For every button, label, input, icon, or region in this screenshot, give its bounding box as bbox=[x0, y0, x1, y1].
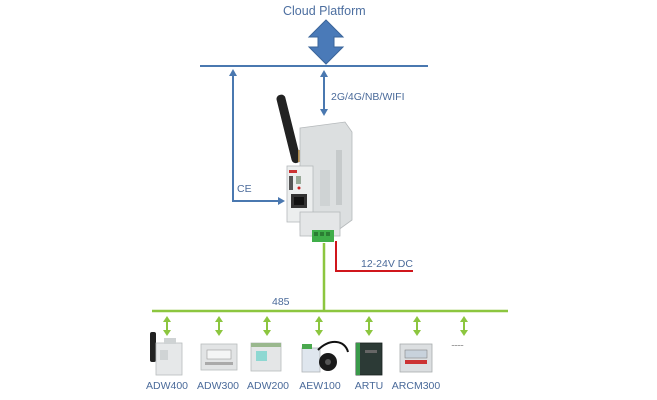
device-adw300-image bbox=[200, 343, 238, 371]
bus-drop-arrow bbox=[215, 316, 223, 336]
device-label-adw200: ADW200 bbox=[246, 380, 289, 392]
bus-drop-arrow bbox=[460, 316, 468, 336]
device-adw200-image bbox=[250, 342, 282, 372]
device-label-adw400: ADW400 bbox=[145, 380, 188, 392]
more-devices-placeholder: ........ bbox=[451, 338, 464, 348]
device-label-aew100: AEW100 bbox=[299, 380, 341, 392]
device-label-artu: ARTU bbox=[354, 380, 384, 392]
device-label-adw300: ADW300 bbox=[196, 380, 239, 392]
cellular-link-arrow bbox=[320, 70, 328, 116]
power-line bbox=[335, 241, 413, 272]
ethernet-link-arrow bbox=[229, 69, 285, 205]
device-arcm300-image bbox=[399, 343, 433, 373]
bus-drop-arrow bbox=[413, 316, 421, 336]
cellular-link-label: 2G/4G/NB/WIFI bbox=[331, 91, 405, 103]
device-adw400-image bbox=[150, 332, 183, 376]
power-supply-label: 12-24V DC bbox=[361, 258, 413, 270]
bus-drop-arrows bbox=[163, 316, 468, 336]
bus-drop-arrow bbox=[263, 316, 271, 336]
ethernet-link-label: CE bbox=[237, 183, 252, 195]
gateway-device-image bbox=[276, 94, 353, 242]
rs485-bus-label: 485 bbox=[272, 296, 290, 308]
device-artu-image bbox=[355, 342, 383, 376]
device-aew100-image bbox=[301, 341, 349, 373]
cloud-double-arrow-icon bbox=[307, 19, 345, 65]
bus-drop-arrow bbox=[163, 316, 171, 336]
cloud-platform-title: Cloud Platform bbox=[283, 4, 366, 18]
bus-drop-arrow bbox=[365, 316, 373, 336]
device-label-arcm300: ARCM300 bbox=[391, 380, 441, 392]
bus-drop-arrow bbox=[315, 316, 323, 336]
